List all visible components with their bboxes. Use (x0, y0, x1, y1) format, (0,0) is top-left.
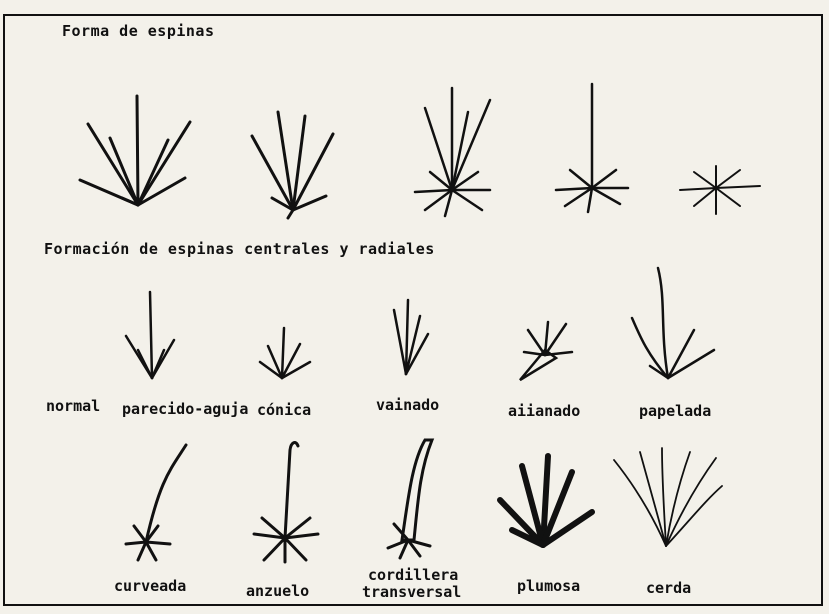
label-conica: cónica (257, 402, 311, 419)
spine-normal (126, 292, 174, 378)
label-curveada: curveada (114, 578, 186, 595)
label-transversal: transversal (362, 584, 461, 601)
spine-plumosa (500, 456, 592, 545)
spine-vainado (394, 300, 428, 374)
label-cordillera: cordillera (368, 567, 458, 584)
spine-shape-2 (252, 112, 333, 218)
spine-conica (260, 328, 310, 378)
spine-anzuelo (254, 443, 318, 562)
label-plumosa: plumosa (517, 578, 580, 595)
label-aplanado: aiianado (508, 403, 580, 420)
label-papelada: papelada (639, 403, 711, 420)
label-parecido-aguja: parecido-aguja (122, 401, 248, 418)
spine-shape-1 (80, 96, 190, 205)
spine-curveada (126, 445, 186, 560)
spine-shape-5 (680, 166, 760, 214)
label-normal: normal (46, 398, 100, 415)
label-anzuelo: anzuelo (246, 583, 309, 600)
spine-shape-3 (415, 88, 490, 216)
label-cerda: cerda (646, 580, 691, 597)
spine-papelada (632, 268, 714, 378)
spine-aplanado (520, 322, 572, 380)
spine-shape-4 (556, 84, 628, 212)
spine-cerda (614, 448, 722, 546)
label-vainado: vainado (376, 397, 439, 414)
spine-cordillera (388, 440, 432, 558)
